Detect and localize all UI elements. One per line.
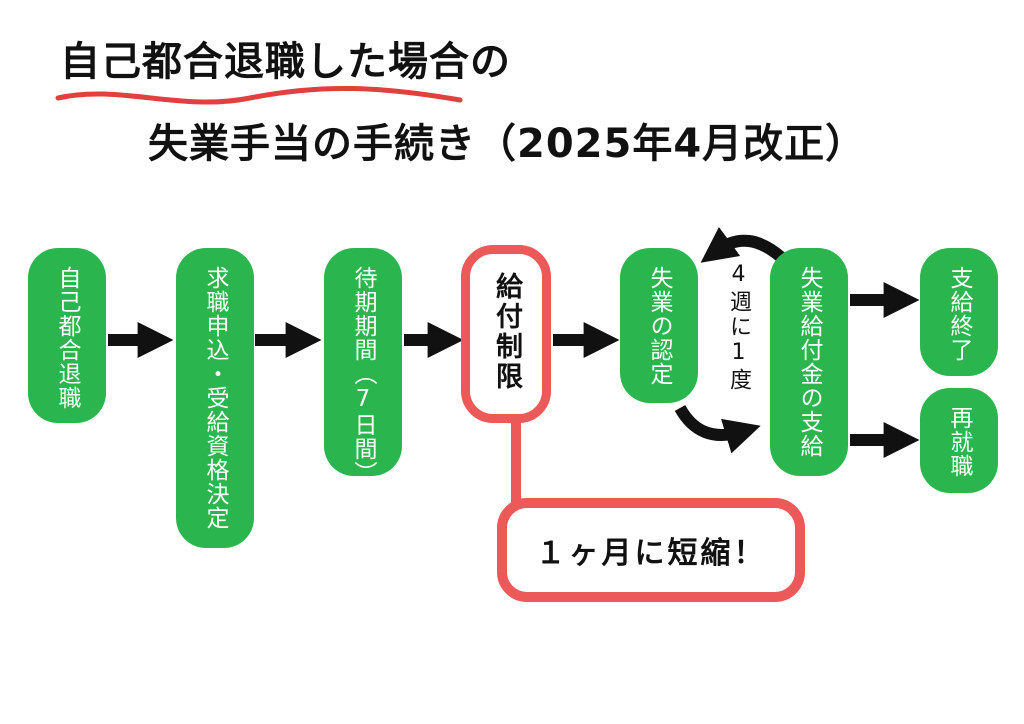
step-restriction: 給付制限 xyxy=(461,245,551,423)
page-title-line1: 自己都合退職した場合の xyxy=(60,39,511,85)
step-reemploy: 再就職 xyxy=(920,388,998,493)
step-resign: 自己都合退職 xyxy=(28,248,106,423)
step-end-label: 支給終了 xyxy=(946,266,972,362)
step-certification: 失業の認定 xyxy=(620,248,698,403)
arrow-payment-to-certification xyxy=(700,226,786,263)
step-payment: 失業給付金の支給 xyxy=(770,248,848,476)
step-apply-label: 求職申込・受給資格決定 xyxy=(202,266,228,530)
page-title-line2: 失業手当の手続き（2025年4月改正） xyxy=(148,121,867,167)
title-underline xyxy=(55,85,463,105)
step-reemploy-label: 再就職 xyxy=(946,406,972,478)
step-end: 支給終了 xyxy=(920,248,998,376)
callout-shortened: １ヶ月に短縮！ xyxy=(497,498,805,602)
step-apply: 求職申込・受給資格決定 xyxy=(176,248,254,548)
step-payment-label: 失業給付金の支給 xyxy=(796,266,822,458)
step-resign-label: 自己都合退職 xyxy=(54,266,80,410)
step-waiting: 待期期間（7日間） xyxy=(324,248,402,485)
step-waiting-label: 待期期間（7日間） xyxy=(350,266,376,485)
step-restriction-label: 給付制限 xyxy=(491,272,522,392)
cycle-label: 4週に1度 xyxy=(726,262,751,393)
step-certification-label: 失業の認定 xyxy=(646,266,672,386)
arrow-certification-to-payment xyxy=(674,404,761,454)
